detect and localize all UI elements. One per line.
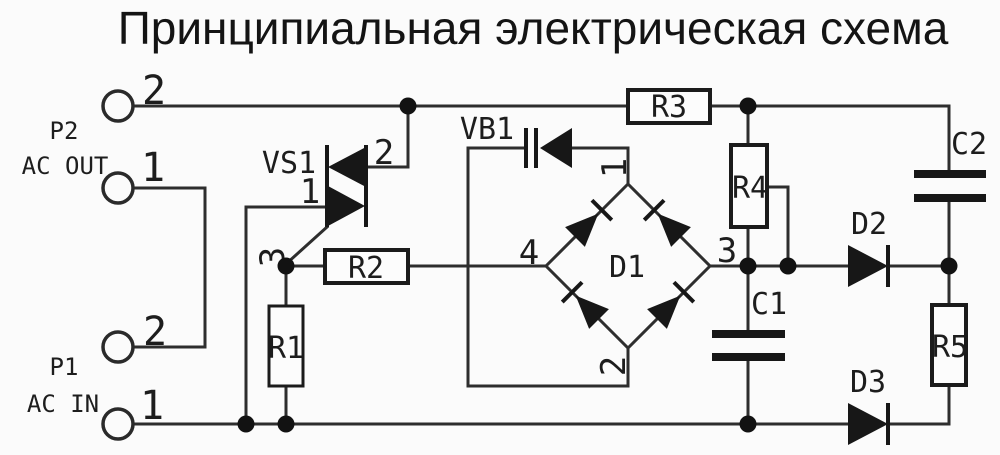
terminal-p1-pin1 [101, 407, 135, 441]
p2-label: P2 [50, 117, 79, 145]
r5-label: R5 [932, 330, 968, 365]
connector-p2: 2 1 P2 AC OUT [22, 68, 166, 205]
d1-pin4-number: 4 [519, 233, 539, 273]
junction-dot [739, 97, 757, 115]
p1-pin2-number: 2 [143, 309, 167, 355]
resistor-r2: R2 [323, 248, 410, 286]
junction-dot [739, 415, 757, 433]
wire-right-column [886, 104, 951, 426]
junction-dots [237, 97, 958, 433]
bridge-diamond [543, 181, 713, 351]
terminal-p1-pin2 [101, 330, 135, 364]
junction-dot [779, 257, 797, 275]
d1-pin2-number: 2 [594, 356, 634, 376]
resistor-r4: R4 [729, 143, 769, 229]
d1-pin3-number: 3 [717, 231, 737, 271]
wires [131, 104, 951, 426]
p1-label: P1 [50, 353, 79, 381]
vs1-label: VS1 [262, 146, 316, 181]
p1-pin1-number: 1 [140, 383, 164, 429]
c2-label: C2 [951, 127, 987, 162]
resistor-r5: R5 [930, 303, 968, 387]
ac-out-label: AC OUT [22, 152, 109, 180]
terminal-p2-pin1 [101, 171, 135, 205]
bridge-diode-lower-right [647, 280, 696, 329]
wire-vb1-loop [466, 146, 630, 388]
p2-pin1-number: 1 [141, 145, 165, 191]
capacitor-c1: C1 [712, 287, 787, 361]
junction-dot [399, 97, 417, 115]
d3-label: D3 [850, 365, 886, 400]
p2-pin2-number: 2 [142, 68, 166, 114]
junction-dot [277, 415, 295, 433]
connector-p1: 2 1 P1 AC IN [27, 309, 167, 441]
d1-pin1-number: 1 [595, 158, 635, 178]
junction-dot [940, 257, 958, 275]
junction-dot [739, 257, 757, 275]
r2-label: R2 [348, 251, 384, 286]
terminal-p2-pin2 [101, 89, 135, 123]
bridge-rectifier-d1: D1 1 2 3 4 [519, 158, 737, 376]
bridge-diode-upper-left [565, 198, 614, 247]
d2-label: D2 [851, 207, 887, 242]
bridge-diode-upper-right [642, 198, 691, 247]
diode-d3: D3 [848, 365, 890, 445]
vs1-pin2-number: 2 [374, 133, 394, 173]
vb1-label: VB1 [460, 112, 514, 147]
junction-dot [277, 257, 295, 275]
wire-triac-links [244, 104, 410, 426]
resistor-r3: R3 [626, 88, 712, 125]
ac-in-label: AC IN [27, 390, 99, 418]
capacitor-c2: C2 [914, 127, 987, 202]
c1-label: C1 [751, 287, 787, 322]
resistor-r1: R1 [267, 304, 305, 388]
diode-d2: D2 [848, 207, 890, 287]
r1-label: R1 [268, 331, 304, 366]
r3-label: R3 [651, 90, 687, 125]
d1-label: D1 [609, 250, 645, 285]
triac-vs1: VS1 1 2 3 [253, 133, 394, 267]
wire-connector-link [131, 186, 207, 349]
vs1-pin1-number: 1 [300, 172, 320, 212]
vb1-triangle [540, 128, 572, 168]
bridge-diode-lower-left [560, 280, 609, 329]
diode-vb1: VB1 [460, 112, 572, 168]
triac-upper-triangle [328, 147, 366, 187]
vb1-cathode-bars [524, 128, 538, 168]
schematic-title: Принципиальная электрическая схема [118, 2, 949, 54]
triac-lower-triangle [328, 186, 365, 226]
r4-label: R4 [732, 171, 768, 206]
junction-dot [237, 415, 255, 433]
